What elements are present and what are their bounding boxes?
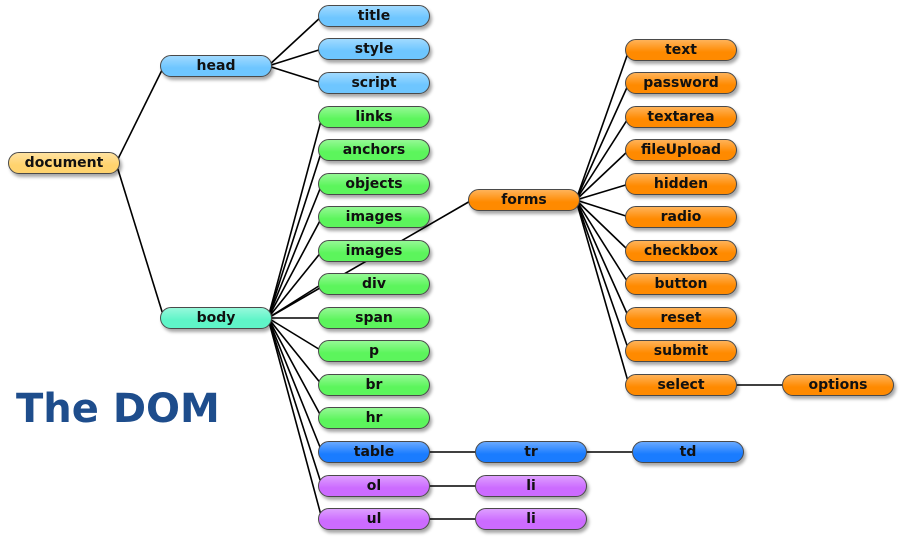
node-div: div (318, 273, 430, 295)
node-objects: objects (318, 173, 430, 195)
node-text: text (625, 39, 737, 61)
edge-document-head (115, 65, 165, 164)
node-button: button (625, 273, 737, 295)
node-li_ol: li (475, 475, 587, 497)
node-images1: images (318, 206, 430, 228)
node-table: table (318, 441, 430, 463)
edge-forms-textarea (575, 116, 630, 201)
edge-forms-select (575, 199, 630, 386)
node-body: body (160, 307, 272, 329)
node-hr: hr (318, 407, 430, 429)
edge-body-hr (267, 317, 323, 419)
node-radio: radio (625, 206, 737, 228)
edge-forms-fileUpload (575, 149, 630, 201)
node-td: td (632, 441, 744, 463)
edge-forms-button (575, 199, 630, 285)
node-li_ul: li (475, 508, 587, 530)
edge-head-title (267, 15, 323, 67)
edge-forms-text (575, 49, 630, 201)
edge-forms-hidden (575, 183, 630, 201)
node-checkbox: checkbox (625, 240, 737, 262)
edge-head-style (267, 48, 323, 67)
node-tr: tr (475, 441, 587, 463)
node-textarea: textarea (625, 106, 737, 128)
node-p: p (318, 340, 430, 362)
node-anchors: anchors (318, 139, 430, 161)
node-span: span (318, 307, 430, 329)
edge-body-ul (267, 317, 323, 520)
node-select: select (625, 374, 737, 396)
node-script: script (318, 72, 430, 94)
edge-body-p (267, 317, 323, 352)
edge-body-images1 (267, 216, 323, 319)
diagram-caption: The DOM (16, 386, 220, 432)
edge-body-anchors (267, 149, 323, 319)
edge-body-images2 (267, 250, 323, 319)
node-hidden: hidden (625, 173, 737, 195)
node-ul: ul (318, 508, 430, 530)
node-fileUpload: fileUpload (625, 139, 737, 161)
node-reset: reset (625, 307, 737, 329)
node-submit: submit (625, 340, 737, 362)
node-style: style (318, 38, 430, 60)
edge-forms-submit (575, 199, 630, 352)
node-password: password (625, 72, 737, 94)
node-options: options (782, 374, 894, 396)
edge-forms-radio (575, 199, 630, 218)
edge-body-table (267, 317, 323, 453)
node-br: br (318, 374, 430, 396)
node-images2: images (318, 240, 430, 262)
edge-forms-reset (575, 199, 630, 319)
edge-head-script (267, 65, 323, 84)
edge-document-body (115, 162, 165, 319)
node-title: title (318, 5, 430, 27)
edge-body-ol (267, 317, 323, 487)
edge-forms-checkbox (575, 199, 630, 252)
edge-forms-password (575, 82, 630, 201)
node-forms: forms (468, 189, 580, 211)
node-document: document (8, 152, 120, 174)
node-links: links (318, 106, 430, 128)
edge-body-br (267, 317, 323, 386)
edge-body-objects (267, 183, 323, 319)
node-head: head (160, 55, 272, 77)
edge-body-links (267, 116, 323, 319)
node-ol: ol (318, 475, 430, 497)
